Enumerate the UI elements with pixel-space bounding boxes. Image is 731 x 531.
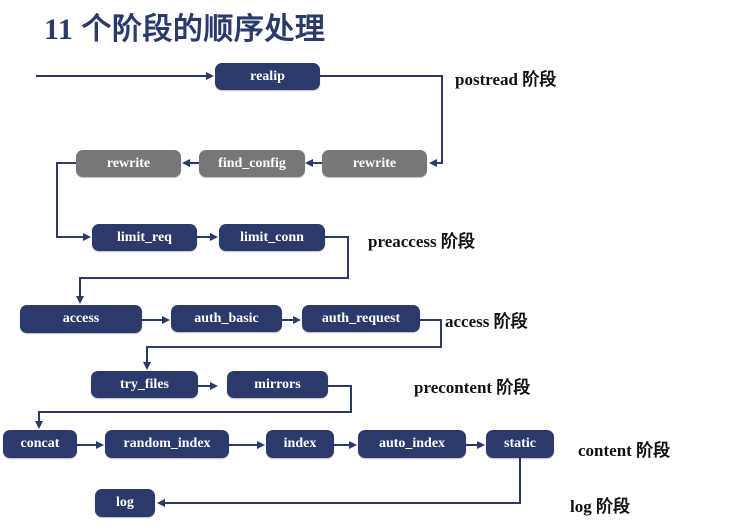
arrowhead-find-config — [305, 158, 313, 167]
stage-label-postread: postread 阶段 — [455, 70, 557, 89]
arrowhead-auth-request — [293, 315, 301, 324]
connector-down-into-try-files — [146, 346, 148, 363]
node-rewrite-right[interactable]: rewrite — [322, 150, 427, 177]
connector-down-to-limit-req — [56, 236, 84, 238]
node-label: index — [283, 436, 317, 451]
node-rewrite-left[interactable]: rewrite — [76, 150, 181, 177]
arrowhead-access — [75, 296, 84, 304]
connector-realip-right — [320, 75, 443, 77]
arrowhead-rewrite-left — [182, 158, 190, 167]
arrowhead-entry-realip — [206, 71, 214, 80]
connector-limit-conn-down — [347, 236, 349, 279]
connector-auth-request-right — [420, 319, 442, 321]
connector-limit-req-to-limit-conn — [197, 236, 211, 238]
node-mirrors[interactable]: mirrors — [227, 371, 328, 398]
connector-auth-basic-to-auth-request — [282, 319, 294, 321]
connector-random-index-to-index — [229, 444, 257, 446]
arrowhead-auto-index — [349, 440, 357, 449]
arrowhead-random-index — [96, 440, 104, 449]
node-random-index[interactable]: random_index — [105, 430, 229, 458]
arrowhead-limit-req — [83, 232, 91, 241]
connector-auth-request-back-left — [146, 346, 442, 348]
node-limit-conn[interactable]: limit_conn — [219, 224, 325, 251]
node-access[interactable]: access — [20, 305, 142, 333]
node-label: log — [116, 495, 134, 510]
node-label: realip — [250, 68, 285, 84]
connector-rewrite-right-to-find-config — [312, 162, 323, 164]
node-label: try_files — [120, 376, 169, 392]
node-label: mirrors — [254, 376, 301, 392]
node-auth-basic[interactable]: auth_basic — [171, 305, 282, 332]
connector-static-to-log — [165, 502, 521, 504]
node-find-config[interactable]: find_config — [199, 150, 305, 177]
arrowhead-concat — [34, 421, 43, 429]
node-limit-req[interactable]: limit_req — [92, 224, 197, 251]
connector-index-to-auto-index — [334, 444, 350, 446]
connector-auto-index-to-static — [466, 444, 478, 446]
node-try-files[interactable]: try_files — [91, 371, 198, 398]
node-concat[interactable]: concat — [3, 430, 77, 458]
connector-entry-to-realip — [36, 75, 208, 77]
connector-down-into-concat — [38, 411, 40, 423]
connector-try-files-to-mirrors — [198, 385, 211, 387]
connector-rewrite-left-out — [56, 162, 77, 164]
node-label: auto_index — [378, 436, 446, 451]
node-label: random_index — [123, 436, 211, 451]
connector-mirrors-down — [350, 385, 352, 413]
connector-mirrors-right — [328, 385, 352, 387]
node-label: rewrite — [106, 155, 151, 171]
arrowhead-limit-conn — [210, 232, 218, 241]
node-log[interactable]: log — [95, 489, 155, 517]
connector-static-down — [519, 458, 521, 504]
connector-access-to-auth-basic — [142, 319, 162, 321]
connector-find-config-to-rewrite-left — [189, 162, 200, 164]
arrowhead-auth-basic — [162, 315, 170, 324]
stage-label-content: content 阶段 — [578, 441, 671, 460]
node-realip[interactable]: realip — [215, 63, 320, 90]
connector-realip-to-rewrite-right — [437, 162, 443, 164]
connector-limit-conn-back-left — [79, 277, 349, 279]
node-label: concat — [20, 436, 60, 451]
arrowhead-static — [477, 440, 485, 449]
connector-concat-to-random-index — [77, 444, 96, 446]
stage-label-preaccess: preaccess 阶段 — [368, 232, 475, 251]
connector-rewrite-left-down — [56, 162, 58, 237]
stage-label-precontent: precontent 阶段 — [414, 378, 531, 397]
connector-auth-request-down — [440, 319, 442, 348]
node-auto-index[interactable]: auto_index — [358, 430, 466, 458]
connector-mirrors-back-left — [38, 411, 352, 413]
page-title: 11 个阶段的顺序处理 — [44, 13, 326, 46]
stage-label-log: log 阶段 — [570, 497, 630, 516]
node-label: auth_request — [321, 310, 401, 326]
node-label: rewrite — [352, 155, 397, 171]
connector-down-into-access — [79, 277, 81, 297]
arrowhead-mirrors — [210, 381, 218, 390]
arrowhead-index — [257, 440, 265, 449]
node-label: limit_conn — [240, 229, 304, 245]
connector-realip-down — [441, 75, 443, 164]
node-label: static — [504, 436, 536, 451]
arrowhead-rewrite-right — [429, 158, 437, 167]
arrowhead-log — [157, 498, 165, 507]
stage-label-access: access 阶段 — [445, 312, 528, 331]
node-label: auth_basic — [194, 310, 259, 326]
connector-limit-conn-right — [325, 236, 349, 238]
node-static[interactable]: static — [486, 430, 554, 458]
node-label: find_config — [218, 155, 286, 171]
arrowhead-try-files — [142, 362, 151, 370]
node-index[interactable]: index — [266, 430, 334, 458]
node-auth-request[interactable]: auth_request — [302, 305, 420, 332]
node-label: limit_req — [117, 229, 172, 245]
node-label: access — [62, 311, 100, 326]
